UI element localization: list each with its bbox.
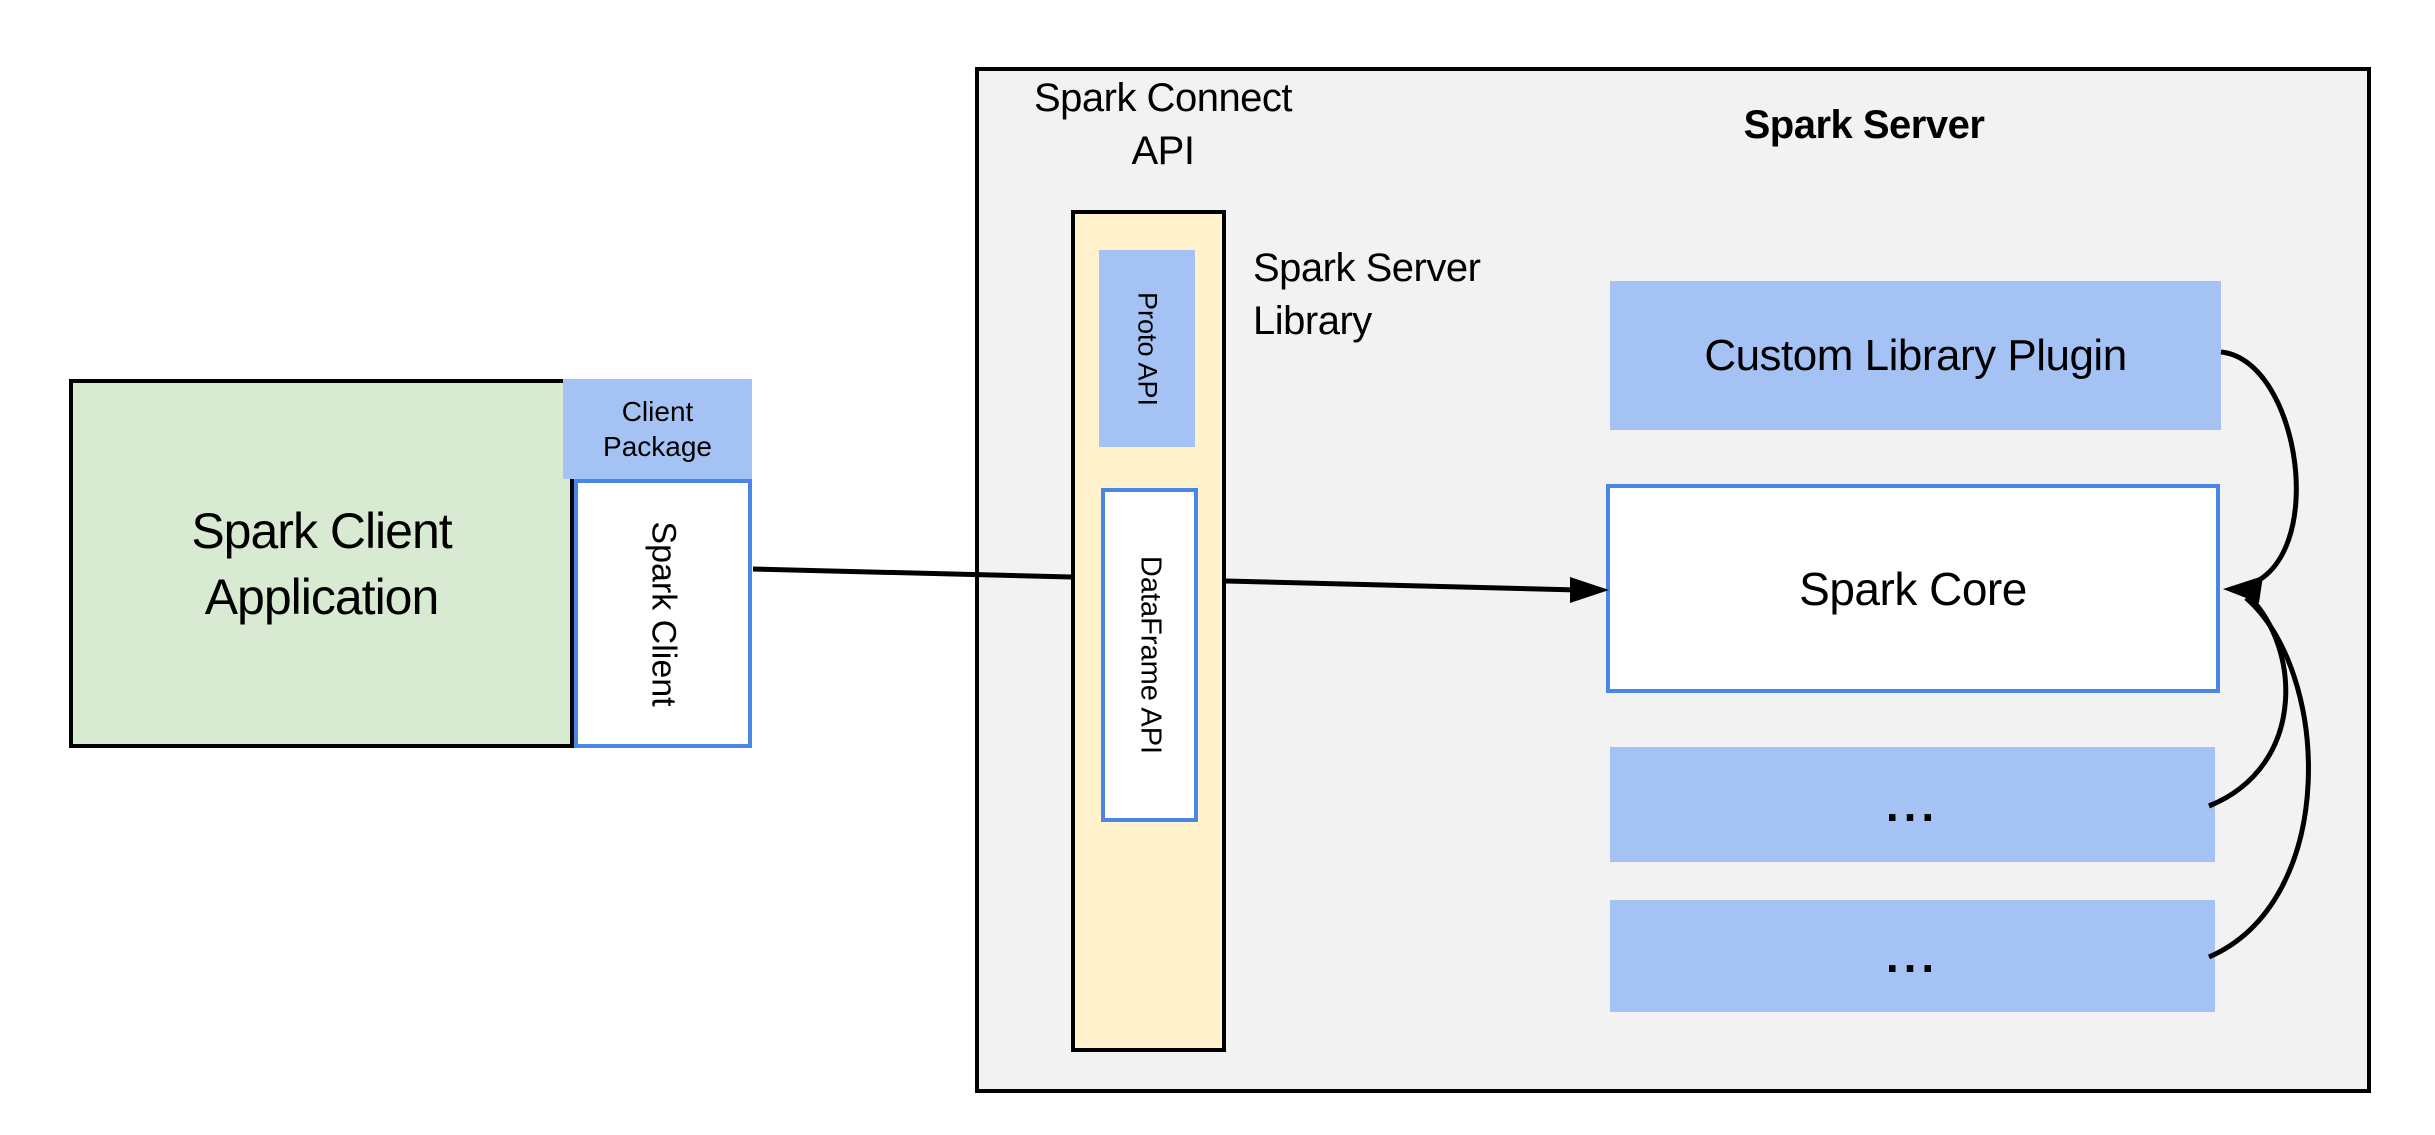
- spark-connect-api-label: Spark Connect API: [1033, 76, 1293, 173]
- dataframe-api-label: DataFrame API: [1134, 555, 1166, 755]
- custom-library-plugin-box: Custom Library Plugin: [1610, 281, 2221, 430]
- proto-api-box: Proto API: [1099, 250, 1195, 447]
- dataframe-api-box: DataFrame API: [1101, 488, 1198, 822]
- module-placeholder-box-1: ...: [1610, 747, 2215, 862]
- client-package-box: Client Package: [563, 379, 752, 479]
- spark-core-box: Spark Core: [1606, 484, 2220, 693]
- spark-client-application-box: Spark Client Application: [69, 379, 574, 748]
- spark-client-box: Spark Client: [574, 479, 752, 748]
- spark-server-library-label: Spark Server Library: [1253, 246, 1481, 343]
- proto-api-label: Proto API: [1132, 291, 1163, 406]
- client-package-label: Client Package: [603, 396, 712, 462]
- spark-client-label: Spark Client: [644, 520, 683, 707]
- module-placeholder-box-2: ...: [1610, 900, 2215, 1012]
- spark-server-title: Spark Server: [1743, 103, 1985, 147]
- spark-client-application-label: Spark Client Application: [191, 502, 452, 625]
